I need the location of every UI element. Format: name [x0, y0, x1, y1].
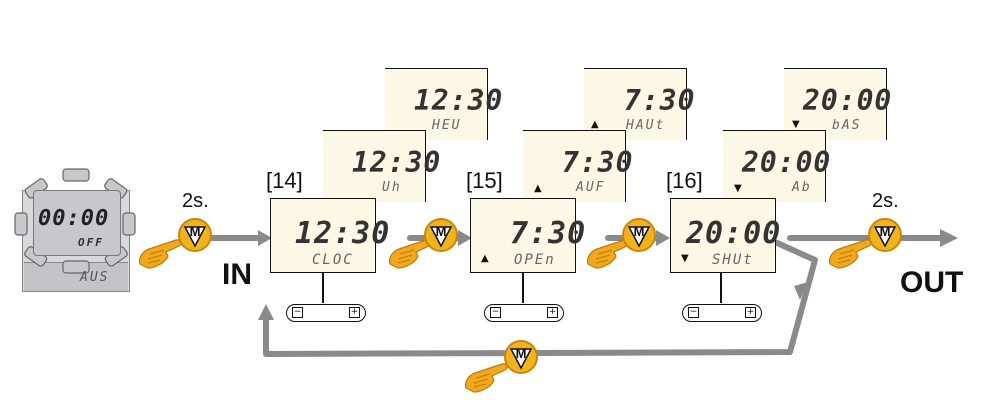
plus-button[interactable]: + [349, 307, 360, 318]
hold-duration-out: 2s. [872, 190, 899, 212]
in-arrowhead [258, 230, 272, 246]
step14-stem [322, 273, 324, 303]
step15-label: [15] [466, 168, 503, 193]
step14-button-bar: − + [286, 304, 366, 322]
step15-time: 7:30 [510, 216, 587, 251]
off-time: 00:00 [38, 206, 110, 231]
off-lower-text: AUS [80, 270, 110, 285]
step15-layer-mid [523, 130, 626, 202]
m-button-letter: M [189, 224, 201, 239]
m-button-letter: M [633, 224, 645, 239]
device-flap-ring [14, 168, 136, 274]
arrowhead-to-step3 [656, 230, 670, 246]
step15-stem [522, 273, 524, 303]
minus-button[interactable]: − [292, 307, 303, 318]
mode-button-m[interactable]: M [504, 340, 538, 374]
off-status: OFF [78, 236, 104, 249]
mode-button-m[interactable]: M [424, 218, 458, 252]
step16-down-triangle: ▼ [681, 253, 689, 264]
m-button-letter: M [435, 224, 447, 239]
step14-display [270, 198, 376, 273]
step16-layer-mid-down-triangle: ▼ [734, 183, 742, 194]
loop-arrowhead-down [794, 282, 808, 300]
step16-time: 20:00 [686, 216, 782, 251]
plus-button[interactable]: + [547, 307, 558, 318]
m-button-triangle-icon [429, 226, 453, 248]
step14-layer-mid [323, 130, 426, 202]
m-button-triangle-icon [183, 226, 207, 248]
step16-layer-back-time: 20:00 [803, 84, 893, 117]
plus-button[interactable]: + [745, 307, 756, 318]
step14-layer-back [385, 68, 488, 140]
step15-mode: OPEn [514, 252, 556, 268]
hold-duration-in: 2s. [182, 190, 209, 212]
step15-button-bar: − + [484, 304, 564, 322]
m-button-letter: M [515, 346, 527, 361]
m-button-letter: M [879, 224, 891, 239]
step15-up-triangle: ▲ [481, 253, 489, 264]
step14-layer-mid-mode: Uh [382, 180, 402, 195]
loop-arrowhead-up [258, 304, 274, 320]
step16-layer-mid-mode: Ab [792, 180, 812, 195]
step16-layer-mid [723, 130, 826, 202]
step15-layer-mid-up-triangle: ▲ [534, 183, 542, 194]
device-screen [33, 190, 121, 256]
mode-button-m[interactable]: M [622, 218, 656, 252]
step15-display [470, 198, 576, 273]
step16-layer-back-down-triangle: ▼ [792, 119, 800, 130]
mode-button-m[interactable]: M [178, 218, 212, 252]
step14-mode: CLOC [312, 252, 354, 268]
loop-back-line [263, 239, 818, 357]
step15-layer-back [584, 68, 687, 140]
minus-button[interactable]: − [490, 307, 501, 318]
minus-button[interactable]: − [688, 307, 699, 318]
step15-layer-back-mode: HAUt [626, 118, 666, 133]
step16-layer-mid-time: 20:00 [742, 146, 832, 179]
step15-layer-mid-mode: AUF [576, 180, 606, 195]
step14-time: 12:30 [295, 216, 391, 251]
step14-layer-back-mode: HEU [432, 118, 462, 133]
mode-button-m[interactable]: M [868, 218, 902, 252]
m-button-triangle-icon [873, 226, 897, 248]
step16-stem [720, 273, 722, 303]
arrowhead-to-step2 [458, 230, 472, 246]
step16-button-bar: − + [682, 304, 762, 322]
m-button-triangle-icon [509, 348, 533, 370]
step14-layer-mid-time: 12:30 [352, 146, 442, 179]
m-button-triangle-icon [627, 226, 651, 248]
out-label: OUT [900, 266, 964, 299]
step16-display [670, 198, 776, 273]
step14-layer-back-time: 12:30 [414, 84, 504, 117]
in-label: IN [222, 258, 252, 291]
step16-layer-back [784, 68, 887, 140]
out-arrowhead [940, 229, 958, 247]
step15-layer-back-up-triangle: ▲ [591, 119, 599, 130]
step14-label: [14] [266, 168, 303, 193]
step16-label: [16] [666, 168, 703, 193]
step15-layer-back-time: 7:30 [624, 84, 696, 117]
step16-mode: SHUt [712, 252, 754, 268]
step16-layer-back-mode: bAS [832, 118, 862, 133]
step15-layer-mid-time: 7:30 [562, 146, 634, 179]
